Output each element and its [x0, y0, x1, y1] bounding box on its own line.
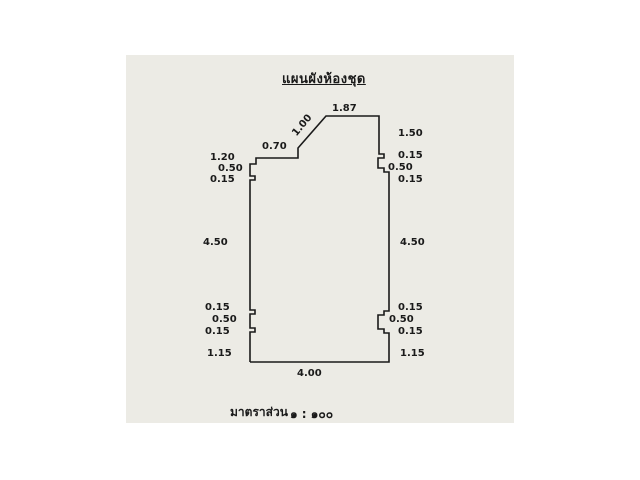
dim-left-low-b: 0.50	[212, 314, 237, 325]
dim-right-seg-a: 0.15	[398, 150, 423, 161]
dim-bottom: 4.00	[297, 368, 322, 379]
scale-ratio: ๑ : ๑๐๐	[290, 407, 334, 421]
dim-right-mid: 4.50	[400, 237, 425, 248]
dim-right-seg-b: 0.50	[388, 162, 413, 173]
page-title: แผนผังห้องชุด	[282, 72, 366, 87]
dim-left-bottom: 1.15	[207, 348, 232, 359]
dim-left-mid: 4.50	[203, 237, 228, 248]
dim-notch-top: 0.70	[262, 141, 287, 152]
plan-outline	[249, 115, 390, 363]
dim-left-top: 1.20	[210, 152, 235, 163]
dim-right-top: 1.50	[398, 128, 423, 139]
dim-top: 1.87	[332, 103, 357, 114]
dim-right-low-a: 0.15	[398, 302, 423, 313]
scale-label: มาตราส่วน	[230, 405, 288, 419]
dim-left-seg-b: 0.15	[210, 174, 235, 185]
dim-left-low-a: 0.15	[205, 302, 230, 313]
dim-right-bottom: 1.15	[400, 348, 425, 359]
dim-right-seg-c: 0.15	[398, 174, 423, 185]
dim-right-low-c: 0.15	[398, 326, 423, 337]
dim-left-low-c: 0.15	[205, 326, 230, 337]
dim-left-seg-a: 0.50	[218, 163, 243, 174]
dim-right-low-b: 0.50	[389, 314, 414, 325]
